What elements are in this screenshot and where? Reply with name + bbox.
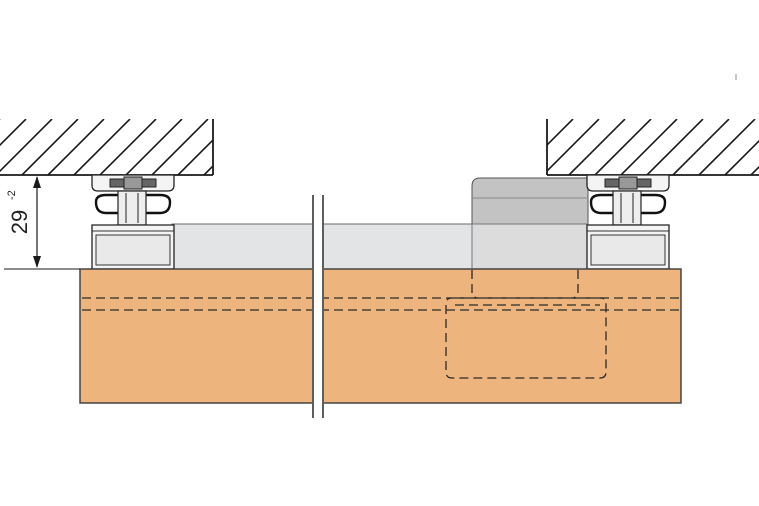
hatch-line [21,119,79,175]
ceiling-left [0,119,312,176]
hatch-line [547,119,574,147]
hatch-line [47,119,105,175]
height-dimension [4,174,86,270]
track-profile-left [91,174,175,270]
hatch-line [547,119,600,173]
hatch-line [177,138,213,175]
wood-door-panel [79,268,682,404]
hatch-line [73,119,131,175]
dimension-label: 29 -2 [6,190,32,234]
hatch-line [594,119,652,175]
hatch-line [672,119,730,175]
hatch-line [230,119,286,175]
hatch-line [99,119,157,175]
hatch-line [568,119,626,175]
hatch-line [0,119,27,147]
hatch-line [698,119,756,175]
hatch-line [151,119,209,175]
hatch-line [620,119,678,175]
track-profile-right [586,174,670,270]
break-line [312,195,324,418]
hatch-line [724,139,759,175]
fitting-housing [471,177,589,270]
hatch-line [125,119,183,175]
ceiling-right [546,119,759,176]
hatch-line [256,119,312,175]
hatch-line [0,119,53,173]
hatch-line [547,119,548,121]
dimension-value: 29 [7,210,32,234]
hatch-line [646,119,704,175]
hidden-lines [82,270,680,379]
dimension-tolerance: -2 [6,190,18,200]
